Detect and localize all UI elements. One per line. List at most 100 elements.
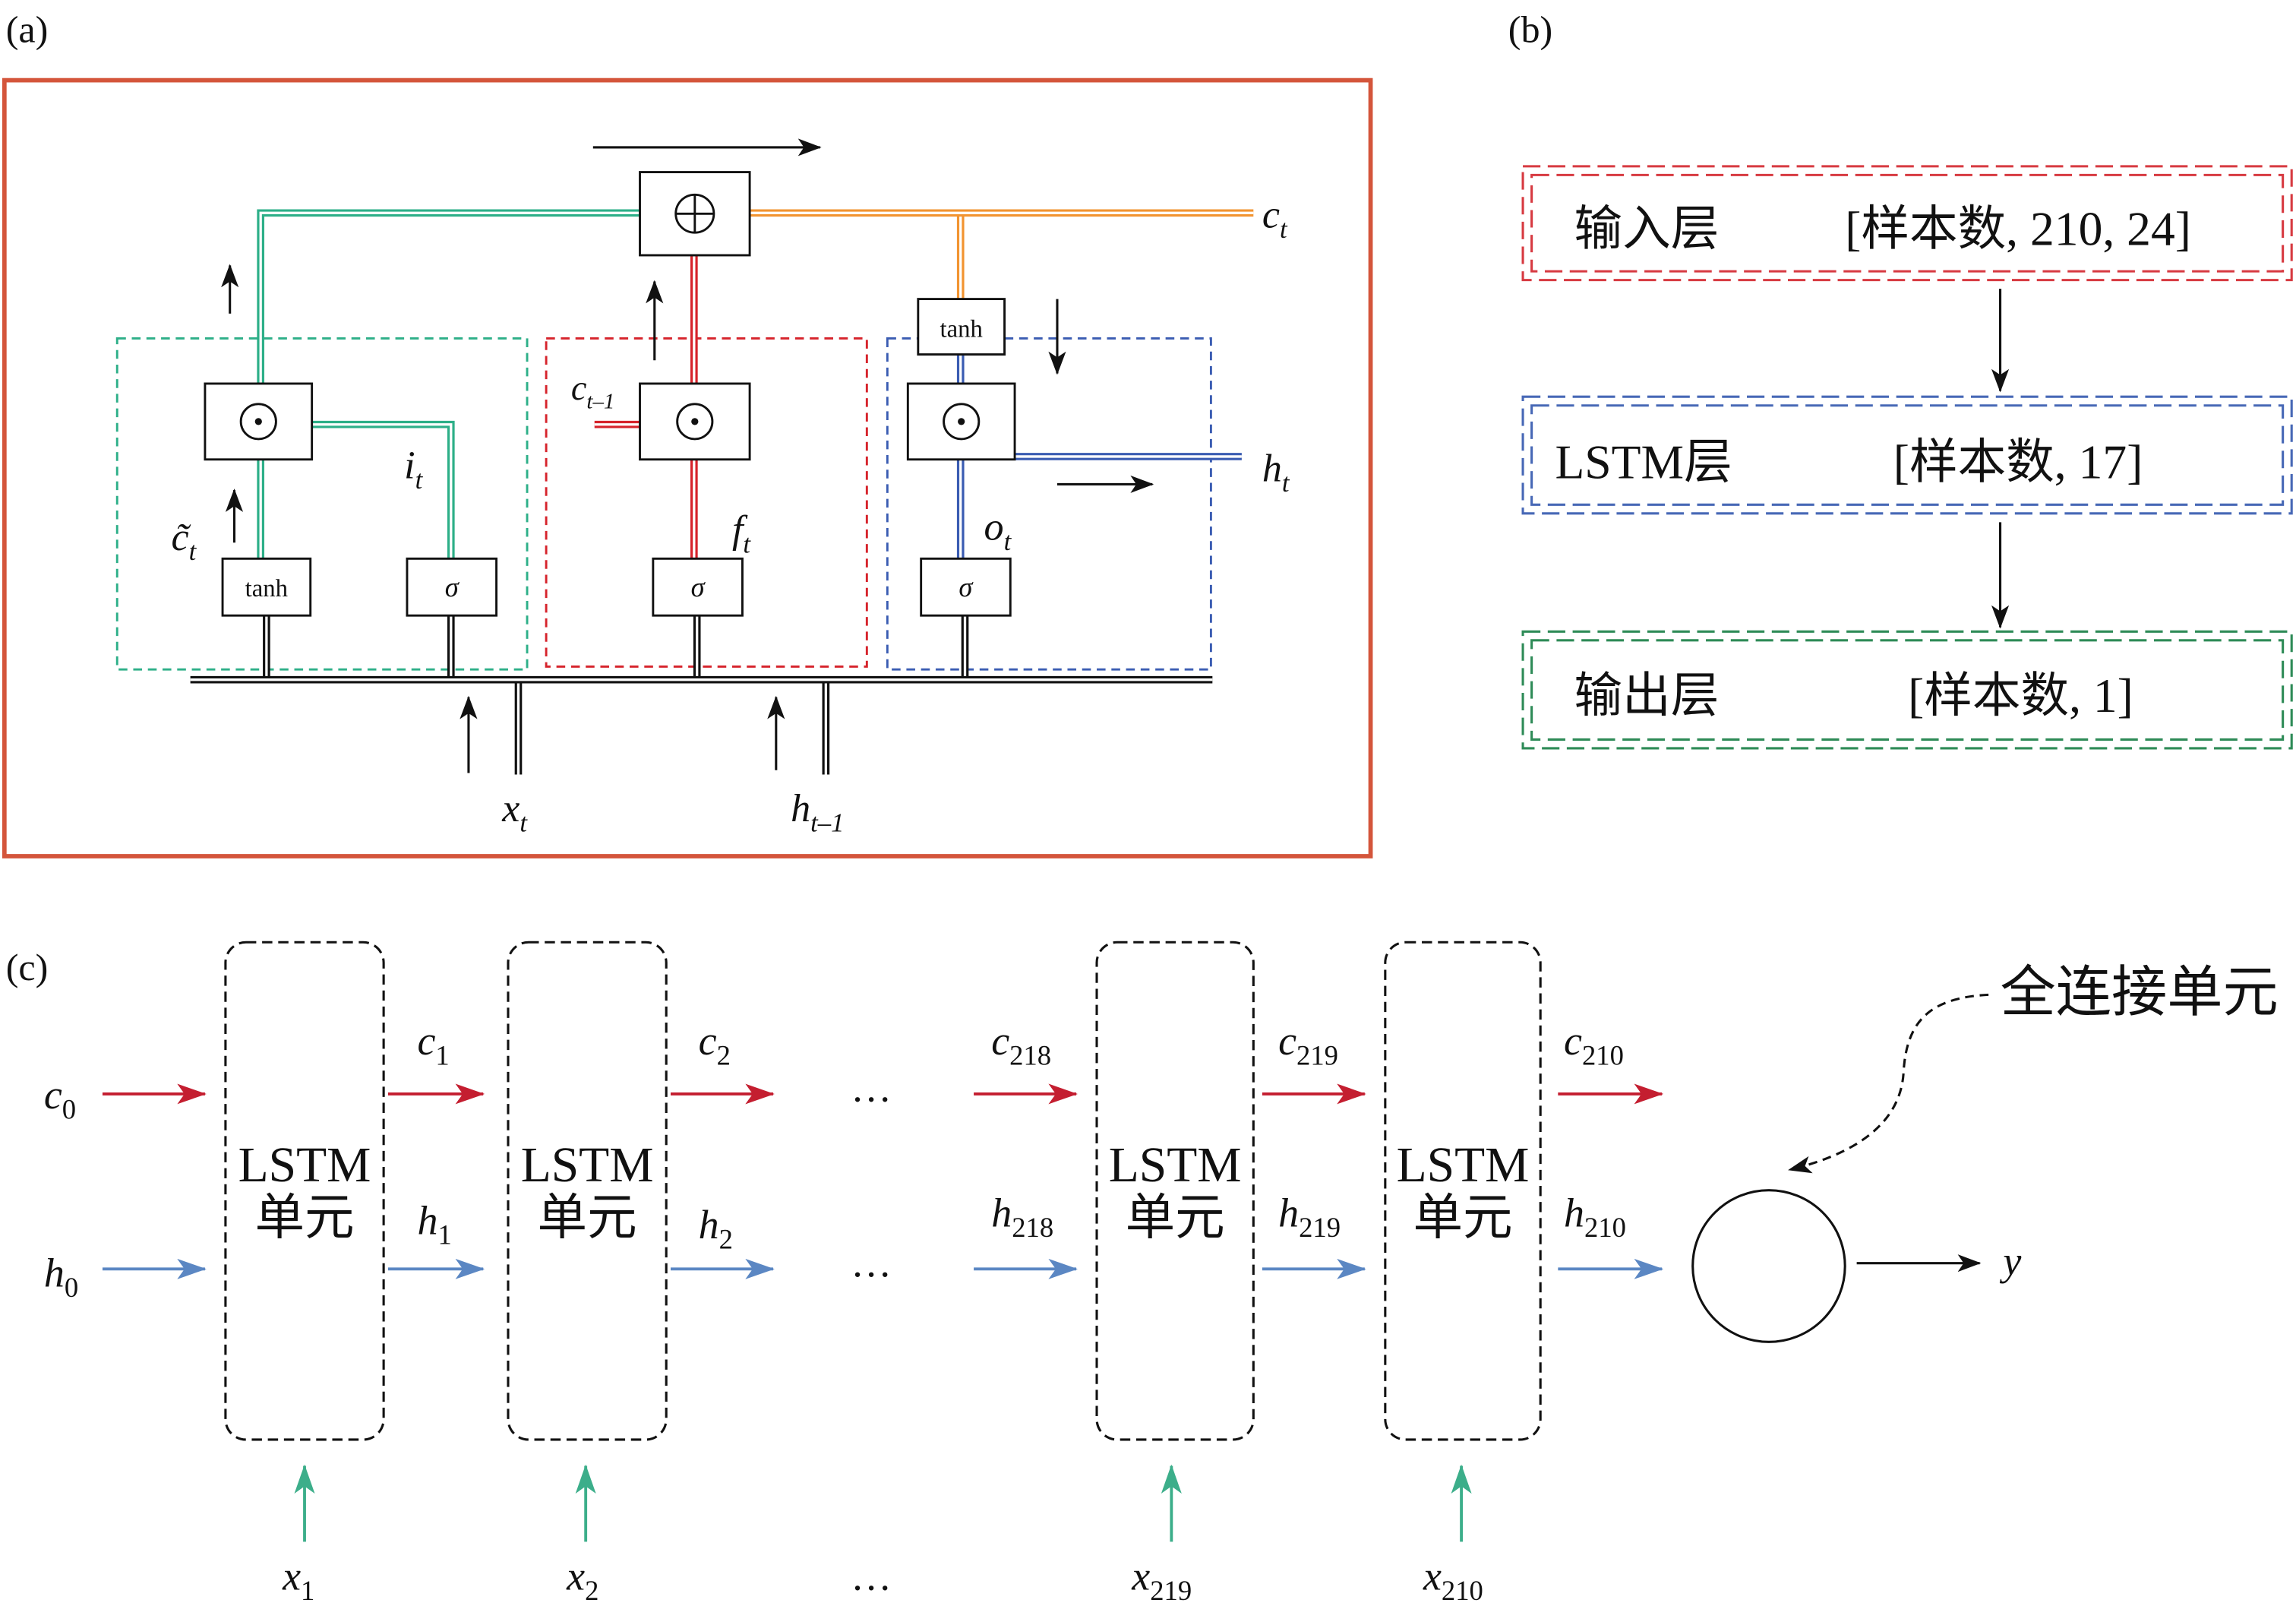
label-c-1: c1	[417, 1018, 449, 1070]
forget-gate-region	[545, 337, 868, 668]
label-i-t: it	[404, 444, 423, 495]
symbol: h	[991, 1190, 1012, 1236]
subscript: t	[1004, 527, 1012, 556]
lstm-cell: LSTM 单元	[1384, 941, 1542, 1441]
orange-line-inner	[750, 211, 1254, 299]
label-h-t: ht	[1262, 447, 1290, 498]
symbol: h	[791, 787, 810, 830]
layer-name: 输出层	[1574, 669, 1720, 722]
label-c-210: c210	[1564, 1018, 1624, 1070]
lstm-cell-subtitle: 单元	[1413, 1190, 1512, 1245]
pointwise-add-icon	[639, 171, 751, 257]
symbol: x	[1423, 1554, 1442, 1599]
red-line-inner	[594, 255, 696, 559]
subscript: 2	[717, 1040, 731, 1071]
lstm-cell-subtitle: 单元	[254, 1190, 354, 1245]
symbol: h	[1262, 447, 1282, 491]
subscript: 210	[1582, 1040, 1624, 1071]
subscript: 210	[1584, 1212, 1626, 1243]
output-label-y: y	[1999, 1238, 2021, 1284]
tanh-candidate-box	[221, 557, 312, 617]
ellipsis-cell-state: …	[851, 1065, 892, 1111]
lstm-cell: LSTM 单元	[1095, 941, 1255, 1441]
layer-shape: [样本数, 210, 24]	[1845, 202, 2191, 256]
multiply-circle	[239, 403, 277, 441]
panel-label-a: (a)	[6, 8, 49, 51]
subscript: t	[1280, 215, 1288, 244]
label-c-t: ct	[1262, 194, 1288, 244]
panel-b: (b) 输入层 [样本数, 210, 24] LSTM层 [样本数, 17] 输…	[1508, 8, 2293, 750]
symbol: h	[44, 1250, 65, 1295]
label-c-0: c0	[44, 1072, 76, 1124]
panel-c: (c) LSTM 单元 LSTM 单元 LSTM 单元 LSTM 单元	[6, 941, 2279, 1603]
layer-box-input: 输入层 [样本数, 210, 24]	[1521, 165, 2293, 282]
sigma-input-box	[406, 557, 498, 617]
lstm-cell-box	[507, 941, 668, 1441]
symbol: c	[1278, 1018, 1296, 1064]
subscript: t	[189, 537, 197, 566]
label-h-218: h218	[991, 1190, 1053, 1243]
multiply-gate-box-input	[204, 382, 314, 461]
subscript: t–1	[586, 390, 614, 414]
layer-box-output: 输出层 [样本数, 1]	[1521, 630, 2293, 750]
multiply-dot	[691, 418, 699, 425]
layer-name: LSTM层	[1555, 435, 1732, 489]
panel-a-frame	[2, 77, 1373, 858]
tanh-cell-box	[917, 298, 1006, 356]
lstm-cell-title: LSTM	[1397, 1138, 1530, 1193]
fully-connected-node	[1691, 1189, 1846, 1343]
label-o-t: ot	[984, 505, 1012, 555]
symbol: h	[1278, 1190, 1299, 1236]
pointwise-multiply-icon	[906, 382, 1016, 461]
subscript: 2	[585, 1575, 598, 1603]
label-h-219: h219	[1278, 1190, 1341, 1243]
label-h-1: h1	[417, 1197, 451, 1250]
subscript: t	[520, 808, 528, 837]
label-f-t: ft	[732, 508, 751, 558]
subscript: t	[415, 466, 424, 495]
add-plus	[675, 194, 714, 233]
symbol: x	[501, 787, 520, 830]
layer-box-outer	[1521, 165, 2293, 282]
label-x-2: x2	[566, 1554, 598, 1603]
symbol: h	[1564, 1190, 1584, 1236]
fc-label: 全连接单元	[2001, 962, 2279, 1023]
sigma-input-label: σ	[445, 571, 460, 602]
label-c-218: c218	[991, 1018, 1051, 1070]
subscript: t–1	[810, 808, 844, 837]
ellipsis-inputs: …	[851, 1554, 892, 1599]
subscript: 0	[65, 1272, 78, 1303]
symbol: c	[417, 1018, 435, 1064]
symbol: i	[404, 444, 415, 488]
fc-pointer-arrow	[1788, 993, 1989, 1174]
layer-shape: [样本数, 17]	[1893, 435, 2143, 489]
multiply-gate-box-forget	[639, 382, 751, 461]
label-x-210: x210	[1423, 1554, 1483, 1603]
layer-box-inner	[1530, 639, 2285, 741]
sigma-forget-label: σ	[691, 571, 706, 602]
layer-shape: [样本数, 1]	[1908, 669, 2133, 722]
lstm-cell-subtitle: 单元	[1126, 1190, 1225, 1245]
symbol: c	[1564, 1018, 1582, 1064]
lstm-cell-box	[1095, 941, 1255, 1441]
symbol: h	[417, 1197, 437, 1243]
subscript: 210	[1442, 1575, 1483, 1603]
layer-name: 输入层	[1574, 202, 1720, 256]
subscript: 219	[1299, 1212, 1341, 1243]
subscript: 0	[62, 1094, 76, 1125]
label-x-t: xt	[501, 787, 528, 837]
orange-line-outer	[750, 209, 1254, 299]
sigma-output-label: σ	[959, 571, 974, 602]
input-gate-region	[115, 337, 529, 671]
tanh-cell-label: tanh	[940, 316, 982, 343]
label-c-prev: ct–1	[571, 368, 614, 413]
flow-arrows	[221, 138, 1154, 773]
lstm-cell-subtitle: 单元	[538, 1190, 637, 1245]
red-connections	[594, 255, 698, 559]
subscript: t	[743, 530, 751, 559]
symbol: c	[44, 1072, 62, 1118]
subscript: 1	[437, 1219, 451, 1250]
green-connections	[257, 209, 640, 559]
symbol: x	[282, 1554, 301, 1599]
